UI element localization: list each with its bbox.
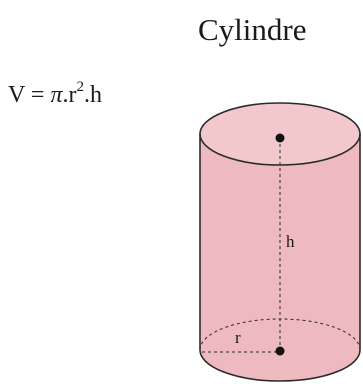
- formula-equals: =: [30, 82, 45, 108]
- formula-volume: V: [8, 82, 25, 108]
- formula-dot: .: [83, 82, 90, 108]
- formula-dot: .: [62, 82, 69, 108]
- top-center-point: [275, 133, 285, 143]
- formula-pi: π: [50, 82, 63, 108]
- page-title: Cylindre: [198, 12, 307, 47]
- formula-exponent: 2: [76, 79, 84, 95]
- cylinder-bottom-front-arc: [199, 349, 361, 382]
- formula-height: h: [89, 82, 102, 108]
- formula-radius: r: [68, 82, 77, 108]
- height-label: h: [286, 232, 295, 251]
- cylinder-body: [200, 134, 360, 381]
- radius-label: r: [235, 328, 241, 347]
- bottom-center-point: [275, 346, 285, 356]
- volume-formula: V = π.r2.h: [8, 78, 102, 112]
